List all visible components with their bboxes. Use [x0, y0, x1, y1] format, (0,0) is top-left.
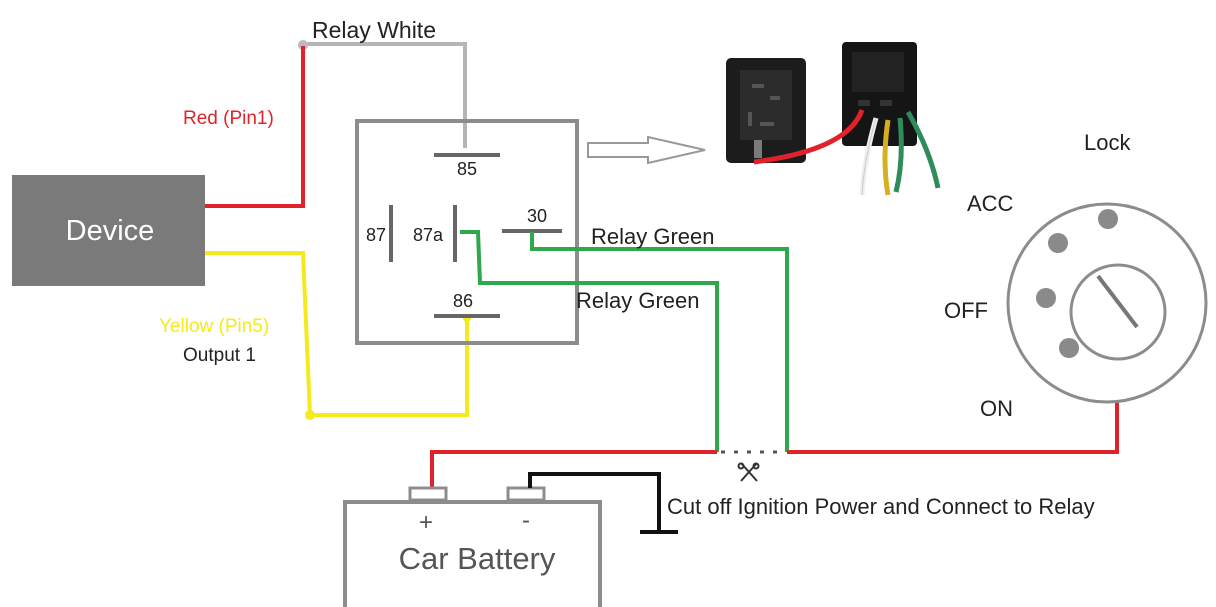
arrow-icon	[587, 135, 706, 165]
on-label: ON	[980, 396, 1013, 421]
battery-plus-label: +	[419, 509, 433, 536]
ignition-switch	[1006, 202, 1208, 404]
pin-87-label: 87	[366, 225, 386, 245]
red-pin1-label: Red (Pin1)	[183, 108, 274, 129]
relay-green-label-1: Relay Green	[591, 224, 715, 249]
battery-plus-terminal	[408, 486, 448, 502]
red-wire-pin1	[205, 46, 305, 208]
battery-minus-terminal	[506, 486, 546, 502]
pin-85-label: 85	[457, 159, 477, 179]
switch-acc-dot	[1048, 233, 1068, 253]
relay-green-wire-87a	[460, 230, 719, 452]
instruction-label: Cut off Ignition Power and Connect to Re…	[667, 494, 1095, 519]
pin-30-label: 30	[527, 206, 547, 226]
output-1-label: Output 1	[183, 345, 256, 366]
relay-green-label-2: Relay Green	[576, 288, 700, 313]
relay-white-label: Relay White	[312, 17, 436, 43]
relay-photo	[726, 42, 941, 196]
pin-86-label: 86	[453, 291, 473, 311]
yellow-pin5-label: Yellow (Pin5)	[159, 316, 269, 337]
scissors-icon	[737, 462, 760, 482]
ground-wire	[528, 472, 678, 534]
switch-off-dot	[1036, 288, 1056, 308]
battery-minus-label: -	[522, 507, 530, 534]
acc-label: ACC	[967, 191, 1014, 216]
off-label: OFF	[944, 298, 988, 323]
device-box	[12, 175, 205, 286]
ignition-power-wire	[430, 370, 1119, 488]
device-label: Device	[66, 215, 155, 247]
battery-body	[343, 500, 602, 607]
battery-label: Car Battery	[399, 541, 556, 576]
switch-lock-dot	[1098, 209, 1118, 229]
relay-white-wire	[298, 40, 467, 148]
lock-label: Lock	[1084, 130, 1131, 155]
pin-87a-label: 87a	[413, 225, 444, 245]
switch-on-dot	[1059, 338, 1079, 358]
relay-green-wire-30	[530, 232, 789, 452]
relay-box	[355, 119, 579, 345]
